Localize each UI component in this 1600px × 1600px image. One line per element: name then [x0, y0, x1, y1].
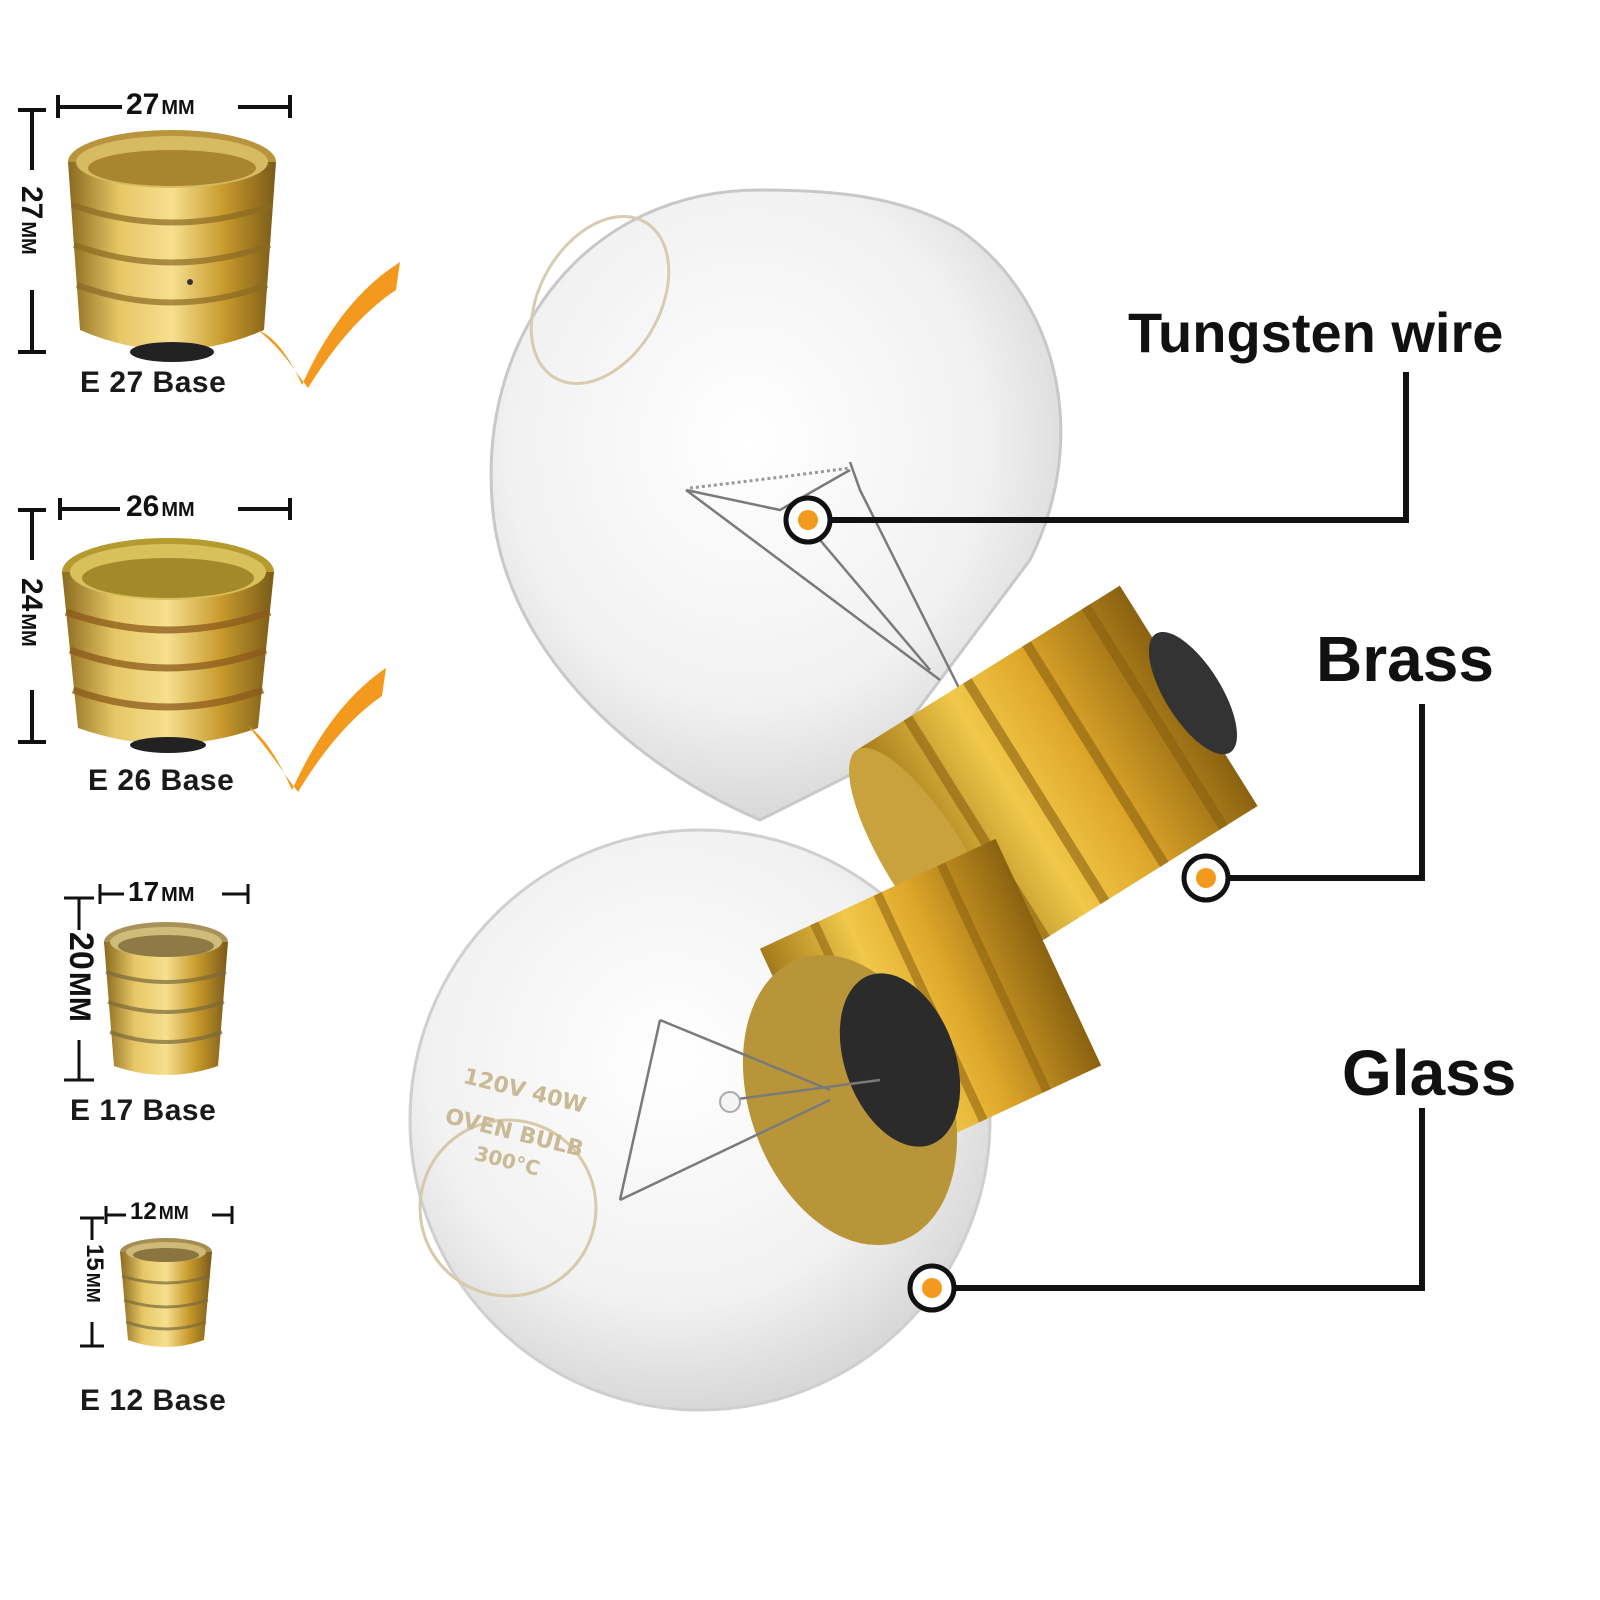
checkmark-icon [258, 262, 400, 388]
glass-callout: Glass [1342, 1037, 1517, 1109]
callout-lines [816, 372, 1425, 1291]
e17-base-label: E 17 Base [70, 1094, 217, 1127]
callout-dot-icon [783, 495, 833, 545]
e17-socket-image [104, 922, 228, 1075]
e26-height-label: 24MM [15, 578, 48, 647]
e26-socket-image [62, 538, 274, 753]
e12-dimension-lines [80, 1206, 234, 1348]
lower-bulb-image [408, 828, 1102, 1412]
e26-dimension-lines [18, 498, 292, 744]
brass-callout: Brass [1316, 623, 1494, 695]
callout-dot-icon [1181, 853, 1231, 903]
e27-base-label: E 27 Base [80, 366, 227, 399]
e27-height-label: 27MM [15, 186, 48, 255]
callout-dot-icon [907, 1263, 957, 1313]
e26-base-label: E 26 Base [88, 764, 235, 797]
tungsten-wire-callout: Tungsten wire [1128, 301, 1504, 364]
e27-socket-image [68, 130, 276, 362]
e12-height-label: 15MM [81, 1244, 108, 1303]
e27-dimension-lines [18, 95, 292, 354]
e17-height-label: 20MM [62, 932, 100, 1022]
e12-base-label: E 12 Base [80, 1384, 227, 1417]
checkmark-icon [248, 668, 386, 792]
e12-socket-image [120, 1238, 212, 1347]
e17-dimension-lines [64, 884, 250, 1082]
